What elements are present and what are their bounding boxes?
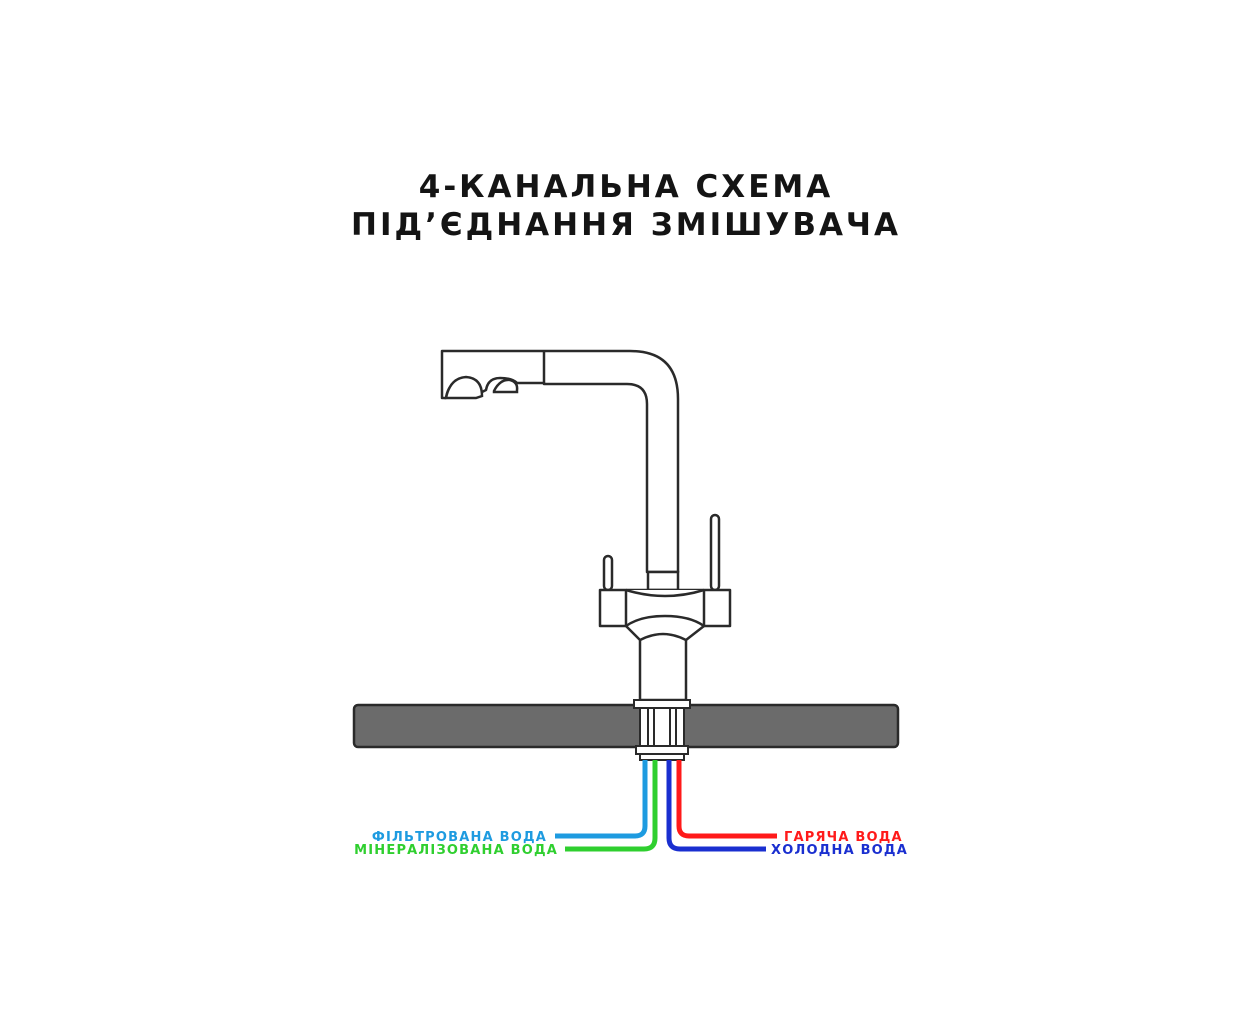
cold-hose xyxy=(666,760,766,852)
faucet-column xyxy=(624,614,706,702)
mineralized-hose xyxy=(565,760,658,852)
cold-water-label: ХОЛОДНА ВОДА xyxy=(771,843,908,858)
mineralized-water-label: МІНЕРАЛІЗОВАНА ВОДА xyxy=(354,843,558,858)
spout-collar xyxy=(646,570,680,592)
title-line-2: ПІД’ЄДНАННЯ ЗМІШУВАЧА xyxy=(351,207,901,243)
hot-hose xyxy=(676,760,777,839)
mounting-thread xyxy=(633,699,691,761)
spout-nozzles xyxy=(444,375,519,400)
countertop xyxy=(352,703,900,749)
filtered-water-label: ФІЛЬТРОВАНА ВОДА xyxy=(372,830,547,845)
hot-water-label: ГАРЯЧА ВОДА xyxy=(784,830,903,845)
right-lever xyxy=(709,513,721,592)
title-line-1: 4-КАНАЛЬНА СХЕМА xyxy=(418,169,834,205)
diagram-title: 4-КАНАЛЬНА СХЕМА ПІД’ЄДНАННЯ ЗМІШУВАЧА xyxy=(0,168,1252,244)
filtered-hose xyxy=(555,760,648,839)
left-lever xyxy=(602,554,614,592)
